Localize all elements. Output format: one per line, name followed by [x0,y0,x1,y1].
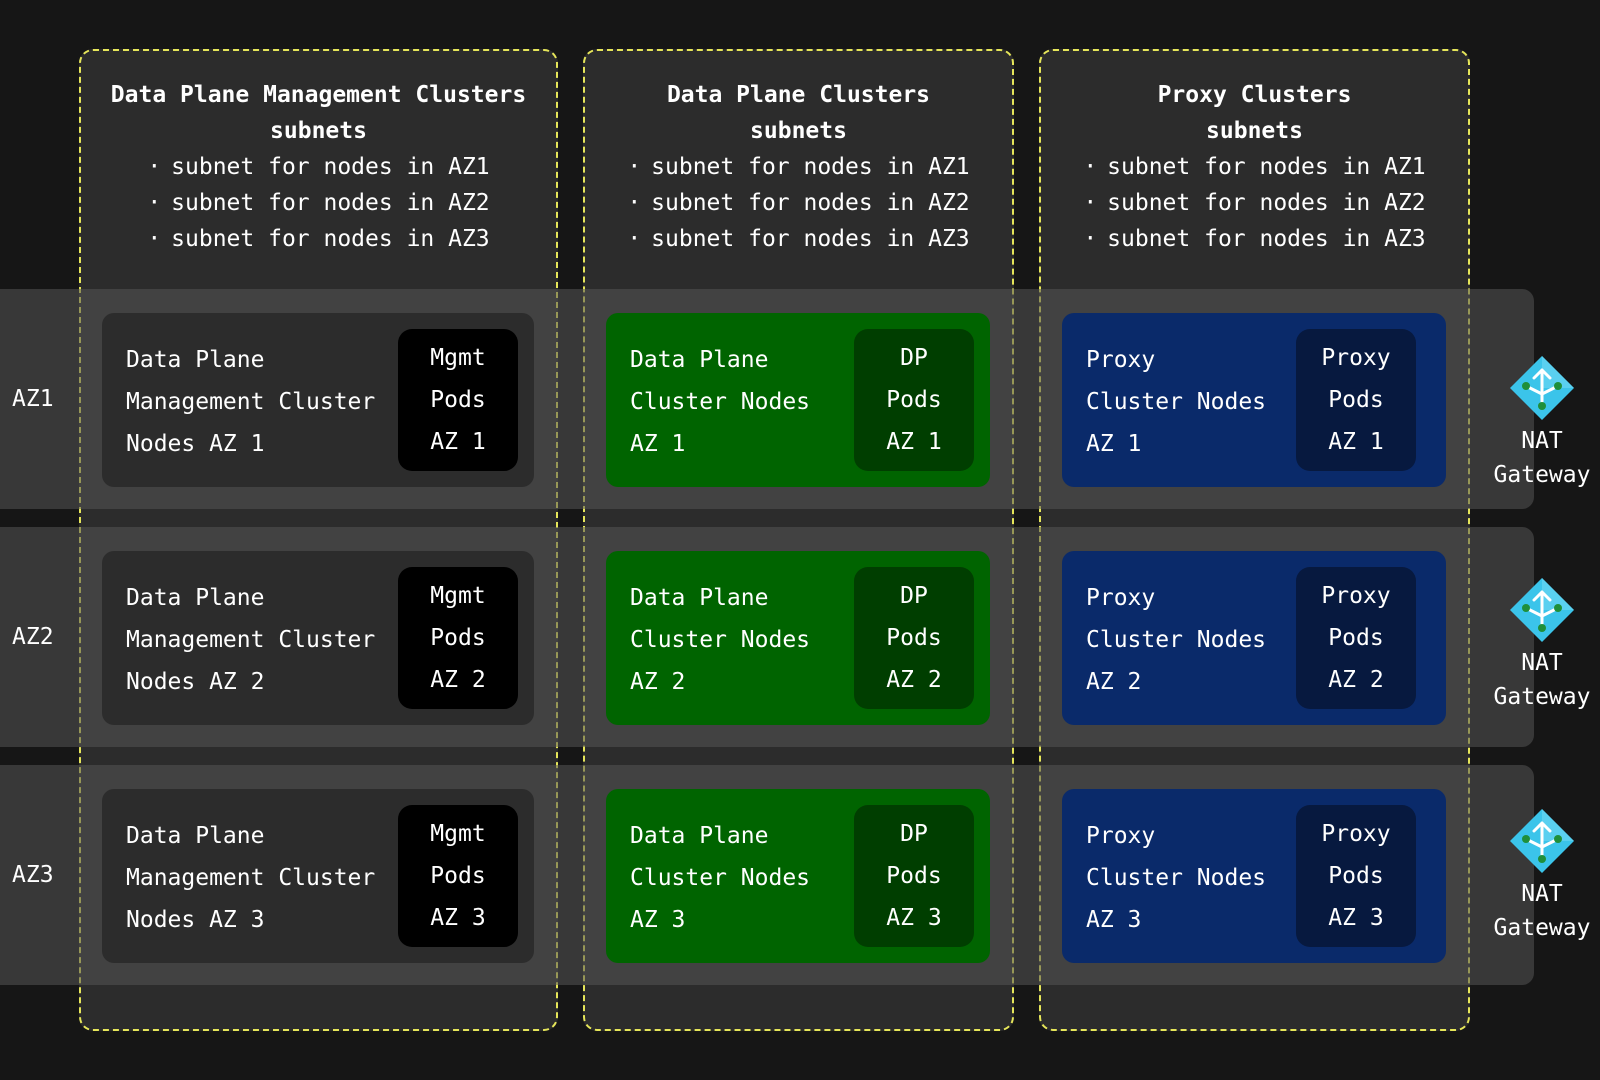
list-item: subnet for nodes in AZ3 [1083,221,1425,257]
mgmt-cluster-nodes-az2: Data Plane Management Cluster Nodes AZ 2… [102,551,534,725]
dp-nodes-label: Data Plane Cluster Nodes AZ 3 [630,815,810,941]
proxy-cluster-nodes-az3: Proxy Cluster Nodes AZ 3 Proxy Pods AZ 3 [1062,789,1446,963]
proxy-nodes-label: Proxy Cluster Nodes AZ 3 [1086,815,1266,941]
mgmt-nodes-label: Data Plane Management Cluster Nodes AZ 3 [126,815,375,941]
list-item: subnet for nodes in AZ1 [1083,149,1425,185]
mgmt-pods-az1: Mgmt Pods AZ 1 [398,329,518,471]
list-item: subnet for nodes in AZ2 [147,185,489,221]
nat-gateway-label: NAT Gateway [1484,424,1600,492]
mgmt-subnets-list: subnet for nodes in AZ1 subnet for nodes… [147,149,489,257]
proxy-pods-az3: Proxy Pods AZ 3 [1296,805,1416,947]
list-item: subnet for nodes in AZ3 [147,221,489,257]
proxy-pods-az1: Proxy Pods AZ 1 [1296,329,1416,471]
dp-nodes-label: Data Plane Cluster Nodes AZ 1 [630,339,810,465]
nat-label-line2: Gateway [1484,458,1600,492]
proxy-subnets-title: Proxy Clusters [1041,77,1468,113]
proxy-cluster-nodes-az1: Proxy Cluster Nodes AZ 1 Proxy Pods AZ 1 [1062,313,1446,487]
nat-gateway-az2: NAT Gateway [1484,576,1600,714]
dp-cluster-nodes-az2: Data Plane Cluster Nodes AZ 2 DP Pods AZ… [606,551,990,725]
nat-label-line1: NAT [1484,424,1600,458]
mgmt-subnets-subtitle: subnets [81,113,556,149]
dp-subnets-header: Data Plane Clusters subnets subnet for n… [585,77,1012,257]
dp-cluster-nodes-az1: Data Plane Cluster Nodes AZ 1 DP Pods AZ… [606,313,990,487]
dp-subnets-list: subnet for nodes in AZ1 subnet for nodes… [627,149,969,257]
nat-gateway-az3: NAT Gateway [1484,807,1600,945]
nat-gateway-label: NAT Gateway [1484,646,1600,714]
proxy-subnets-list: subnet for nodes in AZ1 subnet for nodes… [1083,149,1425,257]
nat-gateway-icon [1508,354,1576,422]
mgmt-pods-az3: Mgmt Pods AZ 3 [398,805,518,947]
dp-cluster-nodes-az3: Data Plane Cluster Nodes AZ 3 DP Pods AZ… [606,789,990,963]
dp-subnets-title: Data Plane Clusters [585,77,1012,113]
list-item: subnet for nodes in AZ3 [627,221,969,257]
dp-pods-az3: DP Pods AZ 3 [854,805,974,947]
az2-label: AZ2 [12,527,54,747]
proxy-subnets-header: Proxy Clusters subnets subnet for nodes … [1041,77,1468,257]
dp-subnets-subtitle: subnets [585,113,1012,149]
nat-gateway-icon [1508,807,1576,875]
dp-nodes-label: Data Plane Cluster Nodes AZ 2 [630,577,810,703]
nat-label-line2: Gateway [1484,911,1600,945]
nat-gateway-label: NAT Gateway [1484,877,1600,945]
proxy-cluster-nodes-az2: Proxy Cluster Nodes AZ 2 Proxy Pods AZ 2 [1062,551,1446,725]
mgmt-cluster-nodes-az1: Data Plane Management Cluster Nodes AZ 1… [102,313,534,487]
nat-label-line1: NAT [1484,646,1600,680]
mgmt-subnets-header: Data Plane Management Clusters subnets s… [81,77,556,257]
mgmt-nodes-label: Data Plane Management Cluster Nodes AZ 2 [126,577,375,703]
az1-label: AZ1 [12,289,54,509]
nat-gateway-icon [1508,576,1576,644]
list-item: subnet for nodes in AZ2 [1083,185,1425,221]
dp-pods-az2: DP Pods AZ 2 [854,567,974,709]
list-item: subnet for nodes in AZ1 [627,149,969,185]
nat-gateway-az1: NAT Gateway [1484,354,1600,492]
nat-label-line2: Gateway [1484,680,1600,714]
mgmt-subnets-title: Data Plane Management Clusters [81,77,556,113]
mgmt-pods-az2: Mgmt Pods AZ 2 [398,567,518,709]
proxy-subnets-subtitle: subnets [1041,113,1468,149]
proxy-pods-az2: Proxy Pods AZ 2 [1296,567,1416,709]
mgmt-nodes-label: Data Plane Management Cluster Nodes AZ 1 [126,339,375,465]
list-item: subnet for nodes in AZ1 [147,149,489,185]
dp-pods-az1: DP Pods AZ 1 [854,329,974,471]
proxy-nodes-label: Proxy Cluster Nodes AZ 1 [1086,339,1266,465]
list-item: subnet for nodes in AZ2 [627,185,969,221]
proxy-nodes-label: Proxy Cluster Nodes AZ 2 [1086,577,1266,703]
nat-label-line1: NAT [1484,877,1600,911]
mgmt-cluster-nodes-az3: Data Plane Management Cluster Nodes AZ 3… [102,789,534,963]
az3-label: AZ3 [12,765,54,985]
